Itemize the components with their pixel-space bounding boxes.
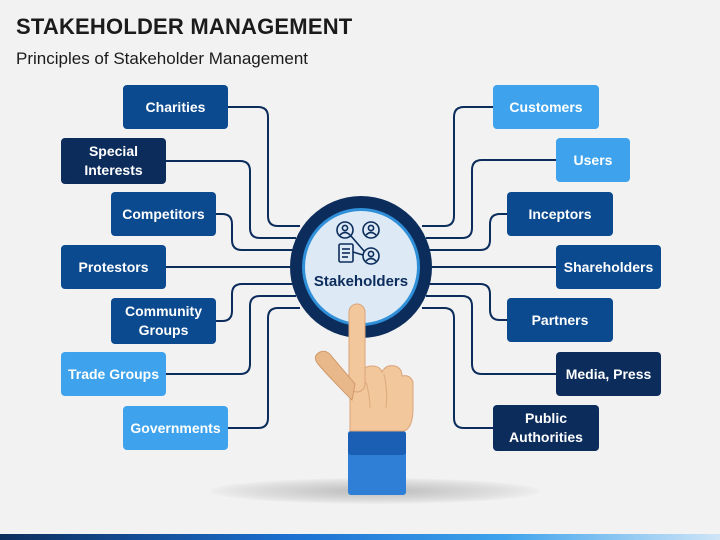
bottom-accent-bar xyxy=(0,534,720,540)
connector-line xyxy=(426,159,556,239)
page-title: STAKEHOLDER MANAGEMENT xyxy=(16,14,353,39)
stakeholder-box-partners: Partners xyxy=(507,298,613,342)
connector-line xyxy=(216,213,293,251)
stakeholder-box-customers: Customers xyxy=(493,85,599,129)
stakeholder-box-public-authorities: Public Authorities xyxy=(493,405,599,451)
connector-line xyxy=(429,283,507,321)
page-subtitle: Principles of Stakeholder Management xyxy=(16,49,308,68)
stakeholder-box-competitors: Competitors xyxy=(111,192,216,236)
connector-line xyxy=(216,283,293,322)
connector-line xyxy=(166,160,296,239)
stakeholder-box-media-press: Media, Press xyxy=(556,352,661,396)
people-network-icon xyxy=(336,221,380,265)
hub-label: Stakeholders xyxy=(313,273,409,290)
connector-line xyxy=(429,213,507,251)
pointing-hand-icon xyxy=(314,303,414,495)
stakeholder-box-shareholders: Shareholders xyxy=(556,245,661,289)
stakeholder-box-users: Users xyxy=(556,138,630,182)
connector-line xyxy=(422,106,493,227)
stakeholder-box-protestors: Protestors xyxy=(61,245,166,289)
stakeholder-box-inceptors: Inceptors xyxy=(507,192,613,236)
stakeholder-box-special-interests: Special Interests xyxy=(61,138,166,184)
stakeholder-box-governments: Governments xyxy=(123,406,228,450)
stakeholder-box-community-groups: Community Groups xyxy=(111,298,216,344)
stakeholder-box-charities: Charities xyxy=(123,85,228,129)
connector-line xyxy=(228,307,300,429)
stakeholder-box-trade-groups: Trade Groups xyxy=(61,352,166,396)
connector-line xyxy=(228,106,300,227)
connector-line xyxy=(166,295,296,375)
connector-line xyxy=(426,295,556,375)
connector-line xyxy=(422,307,493,429)
